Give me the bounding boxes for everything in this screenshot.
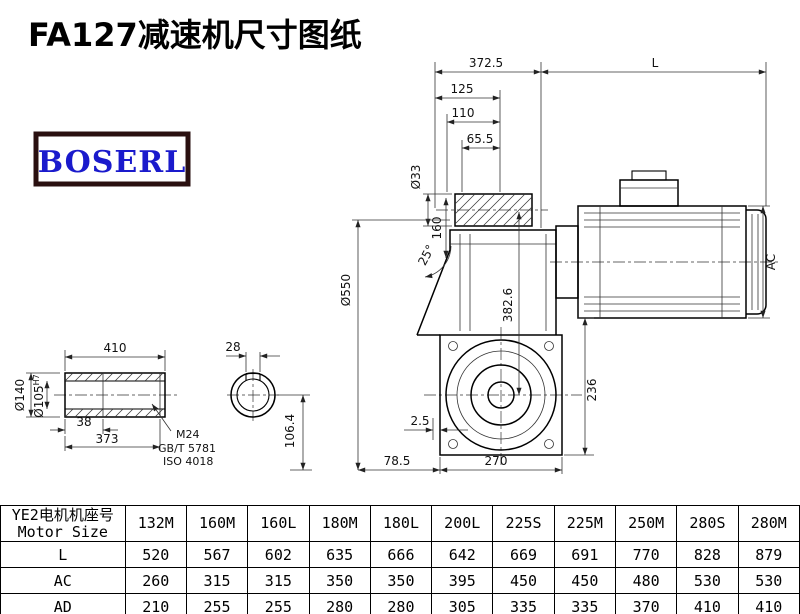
- table-row-L: L 520 567 602 635 666 642 669 691 770 82…: [0, 541, 800, 568]
- dim-125: 125: [451, 82, 474, 96]
- bolt-hole: [448, 341, 458, 351]
- dim-110: 110: [452, 106, 475, 120]
- cell: 642: [431, 541, 494, 568]
- col-header: 160M: [185, 505, 249, 542]
- dim-410: 410: [104, 341, 127, 355]
- bolt-hole: [544, 341, 554, 351]
- dim-106-4: 106.4: [283, 414, 297, 448]
- dim-dia550: Ø550: [339, 274, 353, 306]
- dim-38: 38: [76, 415, 91, 429]
- cell: 770: [614, 541, 678, 568]
- fan-cover: [746, 209, 767, 315]
- bolt-hole: [448, 439, 458, 449]
- cell: 691: [553, 541, 616, 568]
- dim-L: L: [652, 56, 659, 70]
- cell: 567: [185, 541, 249, 568]
- shaft-side-view: [54, 372, 178, 418]
- cell: 666: [369, 541, 433, 568]
- cell: 450: [492, 567, 555, 594]
- dim-160: 160: [430, 217, 444, 240]
- row-label: L: [0, 541, 126, 568]
- label-gbt5781: GB/T 5781: [158, 442, 216, 455]
- table-row-AD: AD 210 255 255 280 280 305 335 335 370 4…: [0, 593, 800, 614]
- dim-dia33: Ø33: [409, 165, 423, 190]
- cell: 260: [124, 567, 187, 594]
- cell: 828: [676, 541, 739, 568]
- cell: 315: [247, 567, 310, 594]
- cell: 635: [308, 541, 371, 568]
- boserl-logo: BOSERL: [33, 131, 191, 187]
- logo-text: BOSERL: [38, 145, 187, 180]
- cell: 410: [676, 593, 739, 614]
- col-header: 200L: [431, 505, 494, 542]
- cell: 669: [492, 541, 555, 568]
- input-shaft-stub: [454, 193, 533, 227]
- label-m24: M24: [176, 428, 200, 441]
- motor: [555, 170, 767, 319]
- dim-270: 270: [485, 454, 508, 468]
- dim-373: 373: [96, 432, 119, 446]
- cell: 450: [553, 567, 616, 594]
- dim-372-5: 372.5: [469, 56, 503, 70]
- gearbox-housing: [416, 229, 563, 456]
- cell: 395: [431, 567, 494, 594]
- cell: 350: [308, 567, 371, 594]
- cell: 410: [737, 593, 800, 614]
- dimensions-main: 372.5 L 125 110 65.5 Ø33 160 25° Ø550 38…: [339, 56, 778, 474]
- page-title: FA127减速机尺寸图纸: [28, 16, 362, 54]
- col-header: 280S: [676, 505, 739, 542]
- drawing-canvas: FA127减速机尺寸图纸 BOSERL: [13, 16, 778, 474]
- cell: 370: [614, 593, 678, 614]
- shaft-end-view: [227, 369, 279, 421]
- dim-28: 28: [225, 340, 240, 354]
- dim-AC: AC: [764, 254, 778, 270]
- cell: 480: [614, 567, 678, 594]
- cell: 255: [185, 593, 249, 614]
- col-header: 180M: [308, 505, 371, 542]
- dim-dia140: Ø140: [13, 379, 27, 411]
- row-label: AD: [0, 593, 126, 614]
- dim-236: 236: [585, 379, 599, 402]
- bolt-hole: [544, 439, 554, 449]
- motor-size-header: YE2电机机座号 Motor Size: [0, 505, 126, 542]
- cell: 335: [492, 593, 555, 614]
- cell: 879: [737, 541, 800, 568]
- col-header: 160L: [247, 505, 310, 542]
- terminal-box: [619, 179, 679, 207]
- col-header: 225M: [553, 505, 616, 542]
- dim-dia105: Ø105H7: [32, 374, 46, 417]
- cell: 315: [185, 567, 249, 594]
- cell: 305: [431, 593, 494, 614]
- dim-382-6: 382.6: [501, 288, 515, 322]
- dimension-table: YE2电机机座号 Motor Size 132M 160M 160L 180M …: [0, 505, 800, 614]
- cell: 280: [369, 593, 433, 614]
- col-header: 225S: [492, 505, 555, 542]
- cell: 335: [553, 593, 616, 614]
- dim-2-5: 2.5: [410, 414, 429, 428]
- logo-border: [33, 131, 191, 187]
- cell: 520: [124, 541, 187, 568]
- col-header: 250M: [614, 505, 678, 542]
- cell: 350: [369, 567, 433, 594]
- dimensions-end-view: 28 106.4: [225, 340, 312, 471]
- label-iso4018: ISO 4018: [163, 455, 213, 468]
- cell: 210: [124, 593, 187, 614]
- dim-78-5: 78.5: [384, 454, 411, 468]
- dimensions-shaft: 410 Ø140 Ø105H7 38 373 M24 GB/T 5781 ISO…: [13, 341, 216, 468]
- col-header: 180L: [369, 505, 433, 542]
- row-label: AC: [0, 567, 126, 594]
- dim-25deg: 25°: [415, 242, 437, 267]
- cell: 255: [247, 593, 310, 614]
- cell: 530: [737, 567, 800, 594]
- motor-size-header-cn: YE2电机机座号: [11, 506, 114, 524]
- table-row-AC: AC 260 315 315 350 350 395 450 450 480 5…: [0, 567, 800, 594]
- col-header: 132M: [124, 505, 187, 542]
- cell: 280: [308, 593, 371, 614]
- col-header: 280M: [737, 505, 800, 542]
- motor-size-header-en: Motor Size: [17, 522, 108, 541]
- dim-65-5: 65.5: [467, 132, 494, 146]
- cell: 602: [247, 541, 310, 568]
- main-view: [416, 170, 778, 468]
- cell: 530: [676, 567, 739, 594]
